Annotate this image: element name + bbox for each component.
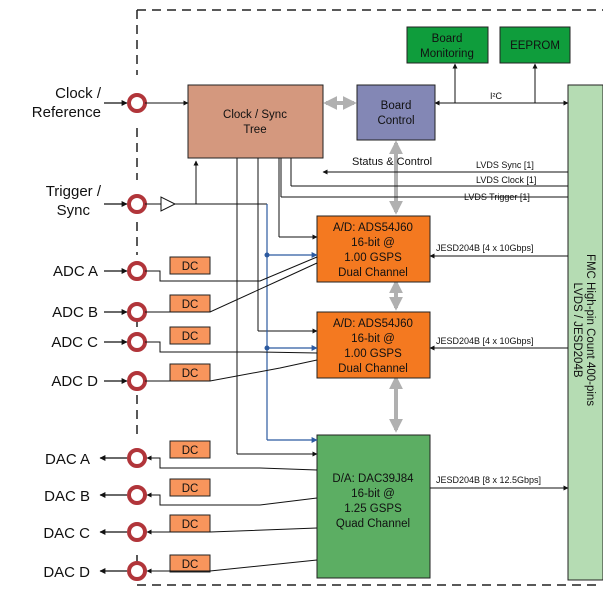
board-control-box [356,84,436,141]
eeprom-box [499,26,571,64]
svg-text:Reference: Reference [32,104,101,121]
svg-text:Dual Channel: Dual Channel [338,363,408,375]
lvds-sync-label: LVDS Sync [1] [476,160,534,170]
trigger-buffer [160,196,177,212]
dc-block-adc-c [169,326,211,345]
svg-text:D/A: DAC39J84: D/A: DAC39J84 [332,473,414,485]
dc-block-dac-b [169,478,211,497]
svg-text:A/D: ADS54J60: A/D: ADS54J60 [333,222,413,234]
svg-text:Dual Channel: Dual Channel [338,267,408,279]
svg-text:DC: DC [182,331,199,343]
svg-text:A/D: ADS54J60: A/D: ADS54J60 [333,318,413,330]
board-monitoring-label-1: Board [432,33,463,45]
dc-block-dac-a [169,440,211,459]
svg-text:Clock /: Clock / [55,85,102,102]
dc-block-dac-d [169,554,211,573]
jesd-adc1-label: JESD204B [4 x 10Gbps] [436,243,534,253]
adc1-label-1: A/D: ADS54J60 [333,222,413,234]
dac-box [316,434,431,579]
svg-text:1.00 GSPS: 1.00 GSPS [344,348,402,360]
adc1-label-3: 1.00 GSPS [344,252,402,264]
svg-text:DC: DC [182,445,199,457]
svg-text:Clock / Sync: Clock / Sync [223,109,287,121]
adc-d-input: ADC D DC [51,359,318,391]
dac-c-output: DAC C DC [43,514,318,542]
dac-label-3: 1.25 GSPS [344,503,402,515]
dac-label-4: Quad Channel [336,518,410,530]
adc1-box [316,215,431,283]
adc-d-label: ADC D [51,373,98,390]
status-control-label: Status & Control [352,156,432,168]
clock-ref-connector [127,93,147,113]
svg-text:16-bit @: 16-bit @ [351,333,395,345]
svg-text:Board: Board [432,33,463,45]
lvds-clock-label: LVDS Clock [1] [476,175,536,185]
svg-text:DC: DC [182,519,199,531]
adc-c-label: ADC C [51,334,98,351]
adc2-label-3: 1.00 GSPS [344,348,402,360]
adc2-label-1: A/D: ADS54J60 [333,318,413,330]
adc1-label-4: Dual Channel [338,267,408,279]
dac-a-label: DAC A [45,451,90,468]
dac-d-output: DAC D DC [43,554,318,581]
svg-text:Quad Channel: Quad Channel [336,518,410,530]
adc-c-input: ADC C DC [51,326,318,354]
clock-sync-tree-box [187,84,324,159]
adc-a-input: ADC A DC [53,256,318,282]
jesd-adc2-label: JESD204B [4 x 10Gbps] [436,336,534,346]
svg-text:Board: Board [381,100,412,112]
board-control-label-2: Control [377,115,414,127]
adc2-label-2: 16-bit @ [351,333,395,345]
dac-label-1: D/A: DAC39J84 [332,473,414,485]
fmc-connector [567,84,603,581]
fmc-label-1: FMC High-pin Count 400-pins [584,254,596,406]
clock-tree-label-1: Clock / Sync [223,109,287,121]
clock-ref-label-1: Clock / [55,85,102,102]
adc-b-label: ADC B [52,304,98,321]
eeprom-label: EEPROM [510,40,560,52]
dac-d-label: DAC D [43,564,90,581]
svg-text:Trigger /: Trigger / [46,183,102,200]
adc-a-label: ADC A [53,263,98,280]
trigger-sync-connector [127,194,147,214]
svg-text:Monitoring: Monitoring [420,48,474,60]
trigger-sync-label-2: Sync [57,202,91,219]
clock-ref-label-2: Reference [32,104,101,121]
svg-text:Sync: Sync [57,202,91,219]
svg-text:16-bit @: 16-bit @ [351,488,395,500]
svg-text:DC: DC [182,368,199,380]
adc1-label-2: 16-bit @ [351,237,395,249]
dac-label-2: 16-bit @ [351,488,395,500]
board-monitoring-label-2: Monitoring [420,48,474,60]
lvds-trigger-label: LVDS Trigger [1] [464,192,530,202]
svg-text:DC: DC [182,261,199,273]
board-outline [136,9,603,586]
svg-text:Tree: Tree [243,124,266,136]
dac-b-label: DAC B [44,488,90,505]
adc2-label-4: Dual Channel [338,363,408,375]
clock-tree-label-2: Tree [243,124,266,136]
board-control-label-1: Board [381,100,412,112]
adc-b-input: ADC B DC [52,262,318,322]
adc2-box [316,311,431,379]
fmc-label-2: LVDS / JESD204B [571,282,583,377]
dac-b-output: DAC B DC [44,478,318,506]
dac-c-label: DAC C [43,525,90,542]
jesd-dac-label: JESD204B [8 x 12.5Gbps] [436,475,541,485]
dac-a-output: DAC A DC [45,440,318,471]
svg-text:DC: DC [182,559,199,571]
board-monitoring-box [406,26,489,64]
svg-text:1.00 GSPS: 1.00 GSPS [344,252,402,264]
svg-text:1.25 GSPS: 1.25 GSPS [344,503,402,515]
svg-text:DC: DC [182,299,199,311]
svg-text:16-bit @: 16-bit @ [351,237,395,249]
trigger-sync-label-1: Trigger / [46,183,102,200]
dc-block-adc-a [169,256,211,275]
i2c-label: I²C [490,91,502,101]
svg-text:Control: Control [377,115,414,127]
svg-text:DC: DC [182,483,199,495]
